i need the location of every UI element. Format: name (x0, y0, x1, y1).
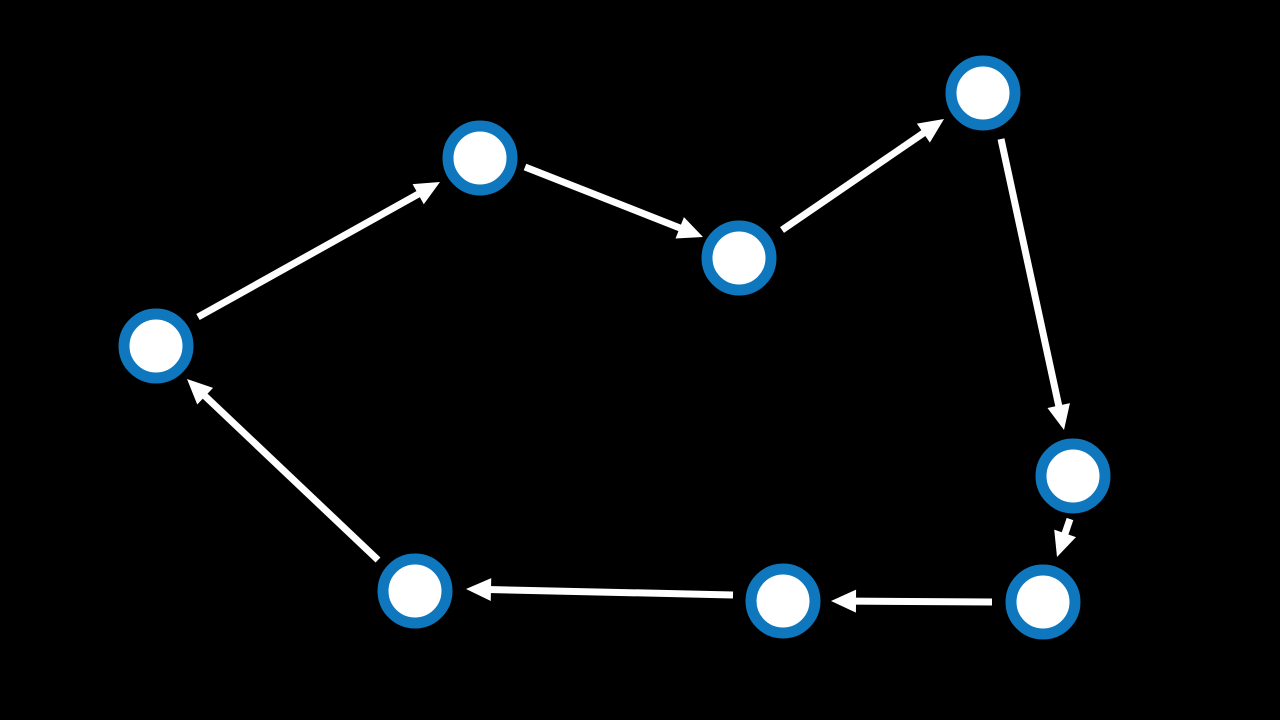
arrow-shaft (487, 585, 734, 599)
graph-node-1 (118, 308, 194, 384)
graph-node-2 (442, 120, 518, 196)
edge-arrow-node-4-to-node-5 (997, 138, 1070, 430)
graph-node-5 (1035, 438, 1111, 514)
graph-node-4 (945, 55, 1021, 131)
arrowhead-icon (466, 578, 492, 602)
arrow-shaft (1060, 517, 1074, 538)
arrowhead-icon (675, 217, 703, 239)
edge-arrow-node-3-to-node-4 (780, 119, 944, 233)
arrow-shaft (780, 128, 928, 233)
arrow-shaft (997, 138, 1063, 410)
edge-arrow-node-8-to-node-1 (187, 379, 381, 563)
arrow-shaft (196, 189, 423, 321)
graph-node-3 (701, 220, 777, 296)
edge-arrow-node-6-to-node-7 (831, 589, 993, 613)
graph-node-6 (1005, 564, 1081, 640)
arrow-shaft (523, 163, 684, 233)
arrowhead-icon (916, 119, 944, 143)
arrow-shaft (852, 597, 993, 606)
arrowhead-icon (187, 379, 214, 405)
graph-node-7 (745, 563, 821, 639)
arrowhead-icon (1054, 529, 1076, 557)
arrowhead-icon (1047, 403, 1070, 430)
graph-node-8 (377, 553, 453, 629)
edge-arrow-node-1-to-node-2 (196, 182, 440, 321)
edge-arrow-node-2-to-node-3 (523, 163, 703, 239)
arrowhead-icon (831, 589, 857, 613)
arrow-shaft (200, 391, 381, 563)
edge-arrow-node-5-to-node-6 (1054, 517, 1076, 557)
arrowhead-icon (412, 182, 440, 205)
edge-arrow-node-7-to-node-8 (466, 578, 734, 602)
